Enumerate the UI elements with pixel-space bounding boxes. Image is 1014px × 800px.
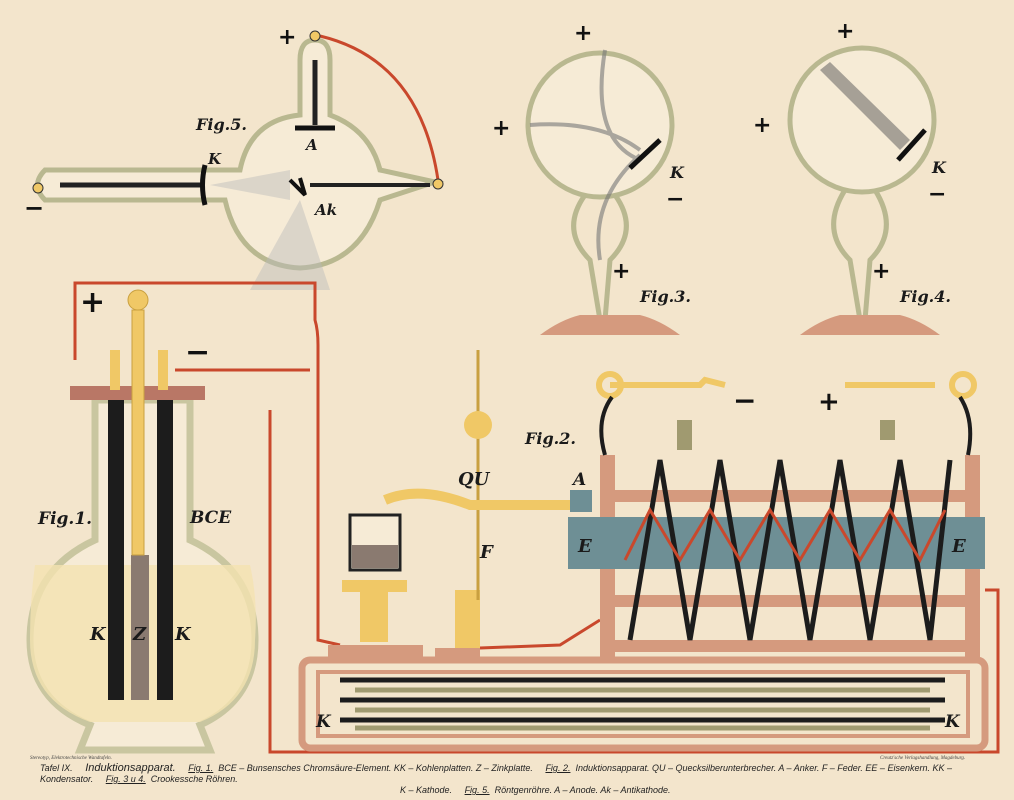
fig1-carbon-right-label: K bbox=[174, 624, 192, 645]
fig1-bce-label: BCE bbox=[189, 508, 232, 528]
fig1-bunsen-element: + − Fig.1. BCE K Z K bbox=[26, 285, 259, 754]
fig4-plus-top: + bbox=[836, 19, 854, 44]
fig2-minus: − bbox=[733, 384, 756, 417]
fig3-crookes-tube: + + + K − Fig.3. bbox=[492, 21, 691, 335]
fig3-plus-left: + bbox=[492, 116, 510, 141]
fig3-plus-top: + bbox=[574, 21, 592, 46]
fig5-cathode-label: K bbox=[207, 150, 222, 168]
fig3-minus: − bbox=[666, 187, 684, 212]
caption-line2: K – Kathode. bbox=[400, 785, 453, 795]
fig1-plus: + bbox=[80, 285, 105, 320]
fig4-plus-bottom: + bbox=[872, 259, 890, 284]
caption-fig5-ref: Fig. 5. bbox=[464, 785, 490, 795]
fig1-zinc-label: Z bbox=[132, 624, 147, 645]
fig2-anchor-label: A bbox=[571, 470, 586, 490]
fig2-spring-label: F bbox=[479, 542, 494, 563]
fig5-anode-label: A bbox=[304, 136, 318, 154]
imprint-right: Creutz'sche Verlagshandlung, Magdeburg. bbox=[880, 756, 965, 761]
fig3-cathode-label: K bbox=[669, 163, 685, 182]
caption-fig34-text: Crookessche Röhren. bbox=[150, 774, 238, 784]
fig1-title: Fig.1. bbox=[37, 509, 92, 529]
fig2-plus: + bbox=[818, 387, 840, 417]
fig4-title: Fig.4. bbox=[899, 287, 951, 306]
fig4-cathode-label: K bbox=[931, 158, 947, 177]
fig2-core-left-label: E bbox=[577, 536, 592, 557]
caption-fig2-text: Induktionsapparat. QU – Quecksilberunter… bbox=[40, 763, 952, 784]
caption-fig1-text: BCE – Bunsensches Chromsäure-Element. KK… bbox=[218, 763, 533, 773]
caption-fig34-ref: Fig. 3 u 4. bbox=[105, 774, 146, 784]
fig3-title: Fig.3. bbox=[639, 287, 691, 306]
fig2-core-right-label: E bbox=[951, 536, 966, 557]
caption-fig1-ref: Fig. 1. bbox=[188, 763, 214, 773]
fig5-title: Fig.5. bbox=[195, 115, 247, 134]
fig2-interrupter-label: QU bbox=[458, 469, 491, 490]
caption-fig2-ref: Fig. 2. bbox=[545, 763, 571, 773]
caption-plate: Tafel IX. bbox=[40, 763, 73, 773]
fig5-anticathode-label: Ak bbox=[313, 201, 337, 219]
fig3-plus-bottom: + bbox=[612, 259, 630, 284]
fig4-plus-left: + bbox=[753, 113, 771, 138]
imprint-left: Stereotyp, Elektrotechnische Wandtafeln. bbox=[30, 756, 112, 761]
fig2-induction-apparatus: Fig.2. QU F A E E K K − + bbox=[298, 350, 989, 752]
wires bbox=[73, 281, 1000, 754]
caption-fig5-text: Röntgenröhre. A – Anode. Ak – Antikathod… bbox=[494, 785, 671, 795]
fig1-minus: − bbox=[185, 335, 210, 370]
caption: Tafel IX. Induktionsapparat. Fig. 1. BCE … bbox=[40, 763, 990, 796]
fig5-roentgen-tube: Fig.5. + − A K Ak bbox=[24, 25, 445, 290]
fig5-plus: + bbox=[278, 25, 296, 50]
fig2-title: Fig.2. bbox=[524, 429, 576, 448]
fig2-condenser-right-label: K bbox=[944, 712, 961, 732]
fig5-minus: − bbox=[24, 194, 44, 222]
fig2-condenser-left-label: K bbox=[315, 712, 332, 732]
fig4-crookes-tube: + + + K − Fig.4. bbox=[753, 19, 951, 335]
fig4-minus: − bbox=[928, 182, 946, 207]
fig1-carbon-left-label: K bbox=[89, 624, 107, 645]
caption-title: Induktionsapparat. bbox=[85, 762, 176, 774]
